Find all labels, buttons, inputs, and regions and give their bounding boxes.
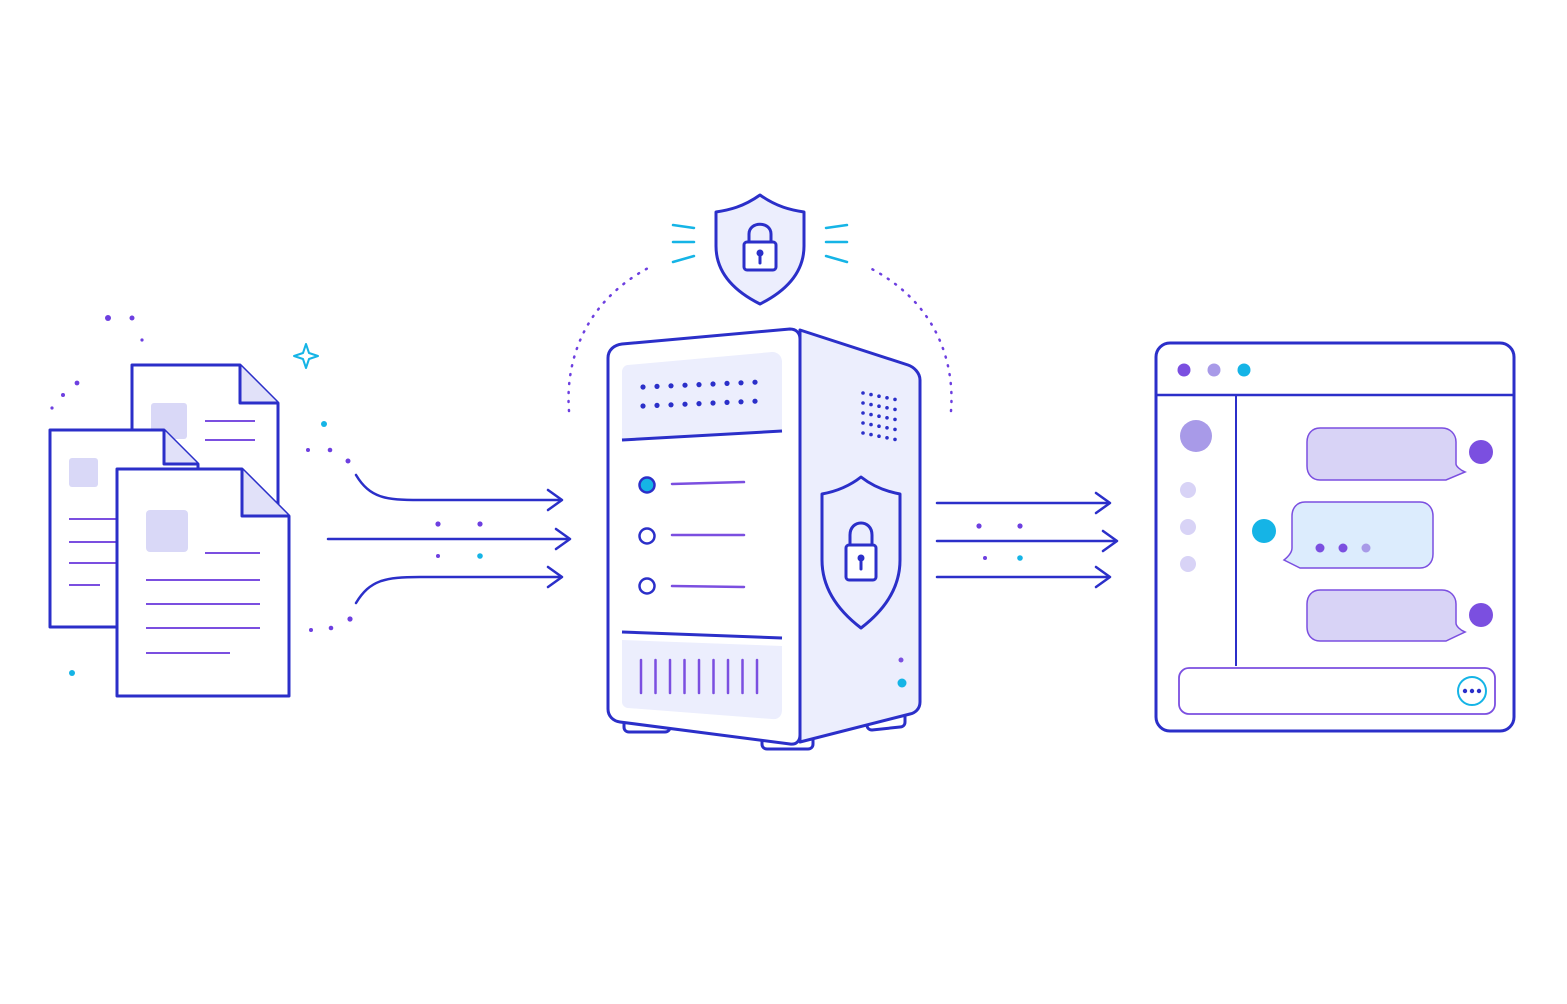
- vent-dot: [869, 432, 873, 437]
- sidebar-item: [1180, 482, 1196, 498]
- status-led: [638, 476, 656, 494]
- shield-lock-icon: [820, 475, 902, 630]
- flow-arrows-out: [935, 491, 1119, 589]
- ellipsis-icon[interactable]: [1457, 676, 1487, 706]
- vent-dot: [893, 427, 897, 432]
- chat-message-2-typing: [1252, 501, 1434, 569]
- chat-sidebar: [1180, 420, 1212, 572]
- flow-arrow: [354, 575, 562, 605]
- vent-dot: [640, 384, 646, 390]
- sidebar-item: [1180, 556, 1196, 572]
- vent-dot: [861, 431, 865, 435]
- vent-dot: [640, 403, 646, 409]
- vent-dots-front: [640, 379, 758, 409]
- chat-window-icon: [1154, 341, 1516, 733]
- status-led: [638, 577, 656, 595]
- vent-dot: [710, 381, 716, 387]
- sidebar-item: [1180, 519, 1196, 535]
- vent-slots: [639, 658, 759, 695]
- vent-dot: [738, 380, 744, 386]
- security-badge: [567, 193, 953, 413]
- document-thumbnail: [69, 458, 98, 487]
- vent-dot: [696, 401, 702, 407]
- vent-dot: [682, 382, 688, 388]
- vent-dot: [869, 392, 873, 397]
- vent-dot: [752, 379, 758, 385]
- chat-message-1: [1306, 427, 1493, 481]
- vent-dot: [668, 383, 674, 389]
- vent-dot: [885, 396, 889, 400]
- vent-dots-side: [861, 391, 897, 442]
- document-front: [115, 467, 291, 698]
- vent-dot: [861, 411, 865, 415]
- message-input[interactable]: [1178, 667, 1496, 715]
- window-control-dot: [1237, 363, 1251, 377]
- vent-dot: [877, 434, 881, 439]
- vent-dot: [877, 414, 881, 419]
- avatar: [1469, 440, 1493, 464]
- document-thumbnail: [146, 510, 188, 552]
- avatar: [1252, 519, 1276, 543]
- server-indicators: [638, 476, 746, 595]
- vent-dot: [668, 402, 674, 408]
- vent-dot: [724, 399, 730, 405]
- typing-dot: [1361, 543, 1371, 553]
- vent-dot: [877, 424, 881, 429]
- vent-dot: [752, 398, 758, 404]
- server-icon: [606, 327, 922, 751]
- avatar: [1469, 603, 1493, 627]
- vent-dot: [861, 401, 865, 405]
- vent-dot: [885, 416, 889, 420]
- avatar: [1180, 420, 1212, 452]
- vent-dot: [893, 437, 897, 442]
- vent-dot: [696, 382, 702, 388]
- document-stack-icon: [48, 343, 319, 698]
- power-led: [897, 678, 907, 688]
- window-control-dot: [1207, 363, 1221, 377]
- vent-dot: [885, 436, 889, 440]
- shield-lock-icon: [714, 193, 806, 306]
- vent-dot: [738, 399, 744, 405]
- sparkle-icon: [293, 343, 319, 369]
- vent-dot: [877, 394, 881, 399]
- vent-dot: [710, 400, 716, 406]
- glow-rays: [671, 223, 849, 264]
- window-control-dot: [1177, 363, 1191, 377]
- orbit-arc-left: [567, 264, 654, 413]
- vent-dot: [877, 404, 881, 409]
- vent-dot: [893, 407, 897, 412]
- vent-dot: [869, 412, 873, 417]
- vent-dot: [885, 406, 889, 410]
- typing-dot: [1338, 543, 1348, 553]
- vent-dot: [861, 391, 865, 395]
- vent-dot: [893, 397, 897, 402]
- vent-dot: [869, 402, 873, 407]
- vent-dot: [893, 417, 897, 422]
- chat-message-3: [1306, 589, 1493, 642]
- vent-dot: [682, 401, 688, 407]
- decorative-dots-left: [50, 315, 353, 676]
- vent-dot: [885, 426, 889, 430]
- vent-dot: [869, 422, 873, 427]
- vent-dot: [654, 402, 660, 408]
- vent-dot: [654, 383, 660, 389]
- flow-arrow: [354, 473, 562, 502]
- orbit-arc-right: [864, 264, 953, 413]
- typing-dot: [1315, 543, 1325, 553]
- status-led: [638, 527, 656, 545]
- vent-dot: [861, 421, 865, 425]
- flow-arrows-in: [326, 473, 572, 605]
- vent-dot: [724, 380, 730, 386]
